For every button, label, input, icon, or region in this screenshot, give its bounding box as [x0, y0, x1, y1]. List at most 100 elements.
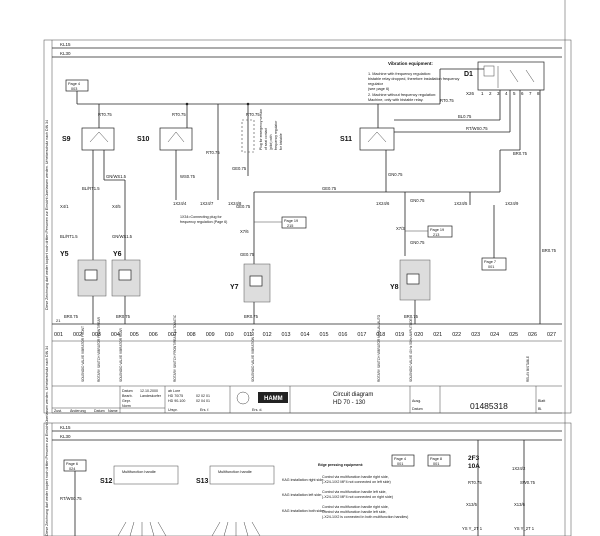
wire-label: BR0.75	[404, 314, 419, 319]
plug-note-2: frequency regulation (Page 6)	[180, 220, 227, 224]
wire-label: GN0.75	[410, 198, 425, 203]
page-ref-4-num: 003	[71, 87, 77, 91]
tb-datum2: Datum	[94, 409, 105, 413]
column-number: 024	[490, 332, 499, 338]
emergency-note-2: of seat contact	[264, 128, 268, 150]
tb-r3v: 02 04 01	[196, 399, 210, 403]
title-block: Datum 12.10.2000 Bearb. Landeskorfer Gep…	[52, 385, 562, 414]
wire-label: GE0.75	[232, 166, 247, 171]
desc-y6: SOLENOID VALVE VIBRATOR REAR	[119, 328, 123, 382]
column-number: 021	[433, 332, 442, 338]
vibration-note-1b: bistable relay dropped, therefore instal…	[368, 77, 459, 81]
page-ref-19a	[281, 216, 307, 229]
tb-zust: Zust.	[54, 409, 62, 413]
rail-kl30-label-2: KL30	[60, 434, 71, 439]
tb-ausg: Ausg.	[412, 399, 421, 403]
column-number: 013	[282, 332, 291, 338]
kag-both-b: Control via multifunction handle left si…	[322, 510, 387, 514]
page-ref-7-num: 001	[488, 265, 494, 269]
desc-y8: SOLENOID VALVE 40 Hz 50Hz AMPLITUDE	[409, 318, 413, 382]
column-number: 017	[357, 332, 366, 338]
kag-right: KAG installation right side:	[282, 478, 324, 482]
page-ref-4b	[391, 454, 415, 467]
column-number: 002	[73, 332, 82, 338]
tb-datum-label: Datum	[122, 389, 133, 393]
emergency-note-4: frequency regulator	[274, 120, 278, 150]
side-copyright-note: Diese Zeichnung darf weder kopiert noch …	[45, 120, 49, 310]
tb-datum: 12.10.2000	[140, 389, 158, 393]
wire-label: BR0.75	[116, 314, 131, 319]
switch-s10-label: S10	[137, 136, 150, 143]
desc-s11: ROTARY SWITCH VIBRATOR MANUAL/AUTO	[377, 314, 381, 382]
connector-label: 1X24/4	[173, 201, 187, 206]
mf-handle-label-1: Multifunction handle	[122, 470, 156, 474]
kag-both-c: (-X24-1/X2 is connected in both multifun…	[322, 515, 408, 519]
fuse-value: 10A	[468, 463, 480, 470]
column-number: 012	[263, 332, 272, 338]
tb-bl: Bl.	[538, 407, 542, 411]
column-number: 022	[452, 332, 461, 338]
page-ref-8	[427, 454, 451, 467]
relay-pin: 2	[489, 91, 492, 96]
rail-kl30-label: KL30	[60, 51, 71, 56]
valve-y5: Y5	[60, 251, 107, 297]
wire-label: RT0.75	[172, 112, 186, 117]
tb-blatt: Blatt	[538, 399, 545, 403]
fuse-label: 2F3	[468, 455, 480, 462]
tb-r2v: 02 02 01	[196, 394, 210, 398]
column-marker: 21	[56, 318, 61, 323]
connector-label: X4/1	[60, 204, 69, 209]
tb-norm-label: Norm	[122, 404, 131, 408]
vibration-note-2: 2. Machine without frequency regulation:	[368, 93, 436, 97]
relay-pin: 3	[497, 91, 500, 96]
wire-label: YS Y_2T 1	[462, 526, 483, 531]
column-number: 026	[528, 332, 537, 338]
column-number: 004	[111, 332, 120, 338]
column-number: 008	[187, 332, 196, 338]
vibration-note-1c: regulator	[368, 82, 384, 86]
page-ref-6-label: Page 6	[66, 462, 78, 466]
relay-d1-label: D1	[464, 71, 473, 78]
page-ref-19a-num: 215	[287, 224, 293, 228]
wire-label: BR0.75	[513, 151, 528, 156]
column-number: 025	[509, 332, 518, 338]
vibration-note-1: 1. Machine with frequency regulation:	[368, 72, 431, 76]
connector-label: 1X24/9	[505, 201, 519, 206]
page-ref-19a-label: Page 19	[284, 219, 298, 223]
wire-label: GE0.75	[240, 252, 255, 257]
switch-s13-label: S13	[196, 478, 209, 485]
column-number: 001	[54, 332, 63, 338]
kag-left: KAG installation left side:	[282, 493, 322, 497]
column-number: 005	[130, 332, 139, 338]
rail-kl15-label-2: KL15	[60, 425, 71, 430]
wire-label: GE0.75	[236, 204, 251, 209]
connector-label: 1X24/5	[454, 201, 468, 206]
kag-both-a: Control via multifunction handle right s…	[322, 505, 389, 509]
relay-pin: 8	[537, 91, 540, 96]
connector-label: 1X24/8	[228, 201, 242, 206]
wire-label: BL0.75	[458, 114, 472, 119]
valve-y7-label: Y7	[230, 284, 239, 291]
wire-label: RT/WS0.75	[60, 496, 82, 501]
column-number: 009	[206, 332, 215, 338]
side-copyright-note-2: Diese Zeichnung darf weder kopiert noch …	[45, 346, 49, 536]
relay-pin: 4	[505, 91, 508, 96]
wire-label: BL/RT1.5	[82, 186, 100, 191]
rail-kl15-label: KL15	[60, 42, 71, 47]
kag-left-a: Control via multifunction handle left si…	[322, 490, 387, 494]
relay-pin: 1	[481, 91, 484, 96]
plug-note: 1X34=Connecting plug for	[180, 215, 222, 219]
relay-pin: 6	[521, 91, 524, 96]
wire-label: RT0.75	[246, 112, 260, 117]
page-ref-19b-num: 213	[433, 233, 439, 237]
connector-label: 1X24/2	[512, 466, 526, 471]
kag-left-b: (-X24-1/X2 MF4 not connected on right si…	[322, 495, 393, 499]
valve-y5-label: Y5	[60, 251, 69, 258]
sheet1-frame	[43, 39, 572, 414]
column-number: 011	[244, 332, 253, 338]
vibration-note-2b: Machine, only with bistable relay.	[368, 98, 423, 102]
wire-label: BR0.75	[244, 314, 259, 319]
edge-heading: Edge pressing equipment:	[318, 463, 363, 467]
tb-r2: HD 70/75	[168, 394, 183, 398]
emergency-note-1: Plug for emergency version	[259, 109, 263, 150]
